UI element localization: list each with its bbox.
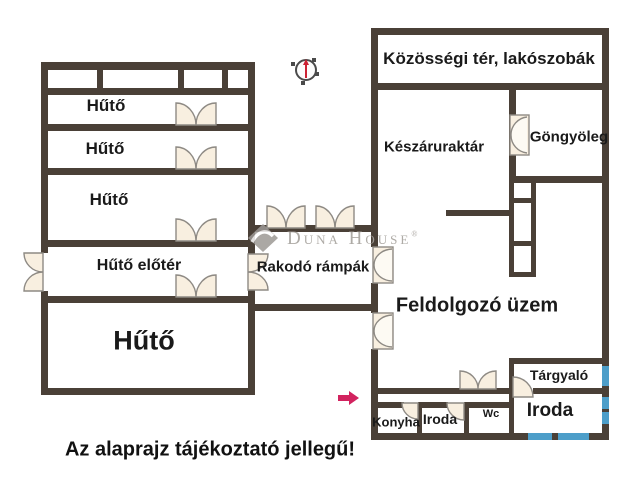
wall [41,168,255,175]
wall [533,388,609,394]
wall [509,198,536,203]
room-label-rakodo-rampak: Rakodó rámpák [256,258,370,276]
double-door-icon [247,253,269,291]
exterior-double-door-icon [23,252,44,292]
wall [248,62,255,254]
wall [41,62,48,253]
swing-door-icon [446,402,465,421]
door-leaf-icon [510,116,528,154]
room-label-feldolgozo: Feldolgozó üzem [395,294,559,317]
wall [509,241,536,246]
wall [417,408,422,433]
wall [371,433,609,440]
wall [509,358,609,364]
wall [371,283,378,313]
door-symbols [23,102,534,421]
wall [41,62,255,70]
double-door-icon [175,102,217,126]
wall [248,225,378,232]
wall [378,402,404,408]
right-building-walls [371,28,609,440]
double-door-icon [459,370,497,390]
wall [41,88,255,95]
registered-mark: ® [411,229,418,239]
wall [509,183,514,277]
double-door-icon [175,274,217,298]
swing-door-icon [401,402,419,420]
room-label-huto-1: Hűtő [86,96,126,115]
connector-walls [248,225,378,311]
window-marker [558,433,589,440]
double-door-icon [175,146,217,170]
wall [509,272,536,277]
room-label-wc: Wc [482,408,500,420]
room-label-huto-eloter: Hűtő előtér [96,257,182,274]
wall [509,176,609,183]
wall [446,210,514,216]
wall [41,291,48,395]
wall [602,28,609,440]
room-label-targyalo: Tárgyaló [529,367,589,383]
window-marker [602,397,609,409]
room-label-huto-3: Hűtő [89,190,129,209]
room-label-konyha: Konyha [372,414,420,430]
wall [178,70,184,88]
room-label-kozossegi: Közösségi tér, lakószobák [383,49,595,68]
wall [531,183,536,277]
dunahouse-watermark: Duna House® [287,228,417,250]
wall [41,296,255,303]
room-label-iroda-kis: Iroda [422,411,458,427]
wall [378,388,513,394]
wall [248,290,255,395]
wall [371,28,609,35]
wall [371,28,378,247]
dunahouse-logo-icon [248,224,278,252]
room-label-gongyoleg: Göngyöleg [529,128,609,146]
double-door-icon [266,205,306,229]
wall [222,70,228,88]
watermark-brand-text: Duna House [287,228,412,249]
wall [371,83,609,90]
left-building-walls [41,62,255,395]
wall [418,402,448,408]
compass-icon [291,58,319,85]
door-leaf-icon [373,248,393,282]
room-label-huto-nagy: Hűtő [113,325,175,356]
wall [509,358,514,433]
room-label-huto-2: Hűtő [85,139,125,158]
wall [371,349,378,433]
wall [41,388,255,395]
wall [248,304,378,311]
room-label-keszaruraktar: Készáruraktár [383,138,485,156]
door-leaf-icon [373,314,393,348]
room-label-iroda-nagy: Iroda [526,400,574,421]
swing-door-icon [512,376,534,398]
wall [464,402,509,408]
wall [464,408,469,433]
double-door-icon [315,205,355,229]
double-door-icon [175,218,217,242]
entrance-arrow-icon [338,391,359,405]
window-marker [602,366,609,386]
window-marker [602,412,609,424]
window-markers [528,366,609,440]
window-marker [528,433,552,440]
wall [97,70,103,88]
wall [41,124,255,131]
wall [41,240,255,247]
disclaimer-caption: Az alaprajz tájékoztató jellegű! [64,438,356,461]
